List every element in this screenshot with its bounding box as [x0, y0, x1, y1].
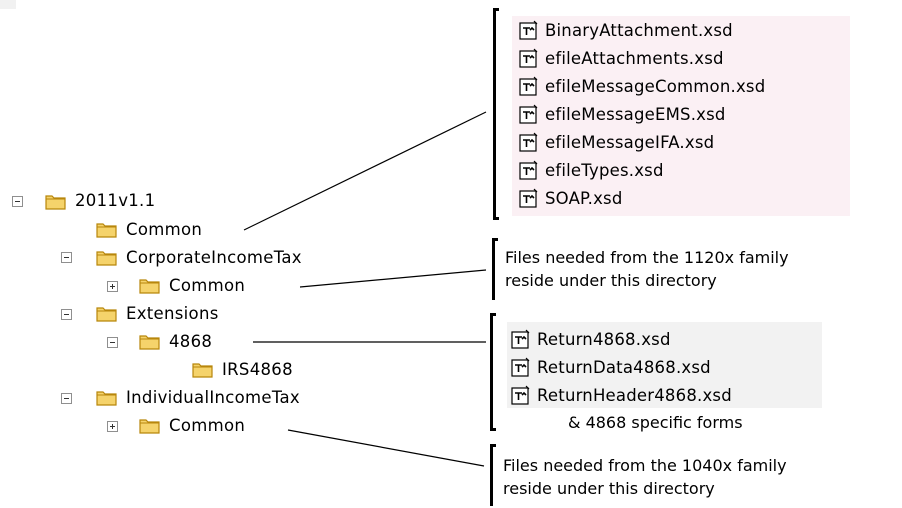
- corporate-note-line2: reside under this directory: [505, 271, 717, 290]
- xsd-file-icon: [519, 160, 539, 181]
- files-4868-bracket: [490, 313, 496, 431]
- tree-node-individual-common[interactable]: Common: [169, 416, 246, 435]
- file-item[interactable]: efileMessageIFA.xsd: [519, 129, 714, 155]
- file-item[interactable]: efileAttachments.xsd: [519, 45, 724, 71]
- individual-note-line2: reside under this directory: [503, 479, 715, 498]
- files-4868-panel: [507, 322, 822, 408]
- xsd-file-icon: [511, 329, 531, 350]
- file-name: efileAttachments.xsd: [545, 48, 724, 68]
- file-name: efileMessageEMS.xsd: [545, 104, 726, 124]
- tree-node-corporate-common[interactable]: Common: [169, 276, 246, 295]
- corporate-note-bracket: [492, 238, 498, 300]
- folder-icon: [45, 193, 66, 210]
- xsd-file-icon: [519, 20, 539, 41]
- file-name: efileTypes.xsd: [545, 160, 664, 180]
- individual-note: Files needed from the 1040x family resid…: [503, 454, 787, 500]
- file-name: efileMessageIFA.xsd: [545, 132, 715, 152]
- file-item[interactable]: Return4868.xsd: [511, 326, 671, 352]
- connector-individual: [287, 429, 485, 467]
- file-item[interactable]: SOAP.xsd: [519, 185, 623, 211]
- folder-icon: [139, 417, 160, 434]
- file-name: efileMessageCommon.xsd: [545, 76, 766, 96]
- folder-icon: [139, 333, 160, 350]
- folder-icon: [96, 221, 117, 238]
- folder-icon: [96, 389, 117, 406]
- common-files-panel: [512, 16, 850, 216]
- tree-node-root[interactable]: 2011v1.1: [75, 191, 156, 210]
- connector-corporate: [299, 269, 487, 288]
- xsd-file-icon: [511, 357, 531, 378]
- tree-node-corporate[interactable]: CorporateIncomeTax: [126, 248, 302, 267]
- xsd-file-icon: [519, 132, 539, 153]
- file-item[interactable]: efileTypes.xsd: [519, 157, 664, 183]
- file-item[interactable]: ReturnHeader4868.xsd: [511, 382, 732, 408]
- collapse-4868-icon[interactable]: [107, 337, 118, 348]
- folder-icon: [96, 305, 117, 322]
- file-name: BinaryAttachment.xsd: [545, 20, 733, 40]
- xsd-file-icon: [511, 385, 531, 406]
- file-item[interactable]: BinaryAttachment.xsd: [519, 17, 733, 43]
- file-item[interactable]: ReturnData4868.xsd: [511, 354, 711, 380]
- file-name: SOAP.xsd: [545, 188, 623, 208]
- tree-node-individual[interactable]: IndividualIncomeTax: [126, 388, 300, 407]
- collapse-individual-icon[interactable]: [61, 393, 72, 404]
- tree-node-common[interactable]: Common: [126, 220, 203, 239]
- file-name: ReturnData4868.xsd: [537, 357, 711, 377]
- folder-icon: [192, 361, 213, 378]
- collapse-corporate-icon[interactable]: [61, 252, 72, 263]
- file-name: ReturnHeader4868.xsd: [537, 385, 732, 405]
- corporate-note: Files needed from the 1120x family resid…: [505, 246, 789, 292]
- xsd-file-icon: [519, 104, 539, 125]
- xsd-file-icon: [519, 76, 539, 97]
- expand-individual-common-icon[interactable]: [107, 421, 118, 432]
- files-4868-caption: & 4868 specific forms: [568, 413, 743, 432]
- tree-node-4868[interactable]: 4868: [169, 332, 213, 351]
- common-files-bracket: [493, 8, 499, 220]
- expand-corporate-common-icon[interactable]: [107, 281, 118, 292]
- collapse-root-icon[interactable]: [12, 196, 23, 207]
- xsd-file-icon: [519, 188, 539, 209]
- tree-node-extensions[interactable]: Extensions: [126, 304, 219, 323]
- corporate-note-line1: Files needed from the 1120x family: [505, 248, 789, 267]
- tree-node-irs4868[interactable]: IRS4868: [222, 360, 293, 379]
- file-name: Return4868.xsd: [537, 329, 671, 349]
- folder-icon: [139, 277, 160, 294]
- file-item[interactable]: efileMessageCommon.xsd: [519, 73, 765, 99]
- folder-icon: [96, 249, 117, 266]
- xsd-file-icon: [519, 48, 539, 69]
- individual-note-bracket: [490, 444, 496, 506]
- collapse-extensions-icon[interactable]: [61, 309, 72, 320]
- individual-note-line1: Files needed from the 1040x family: [503, 456, 787, 475]
- corner-swatch: [0, 0, 16, 9]
- file-item[interactable]: efileMessageEMS.xsd: [519, 101, 726, 127]
- connector-common: [243, 111, 487, 231]
